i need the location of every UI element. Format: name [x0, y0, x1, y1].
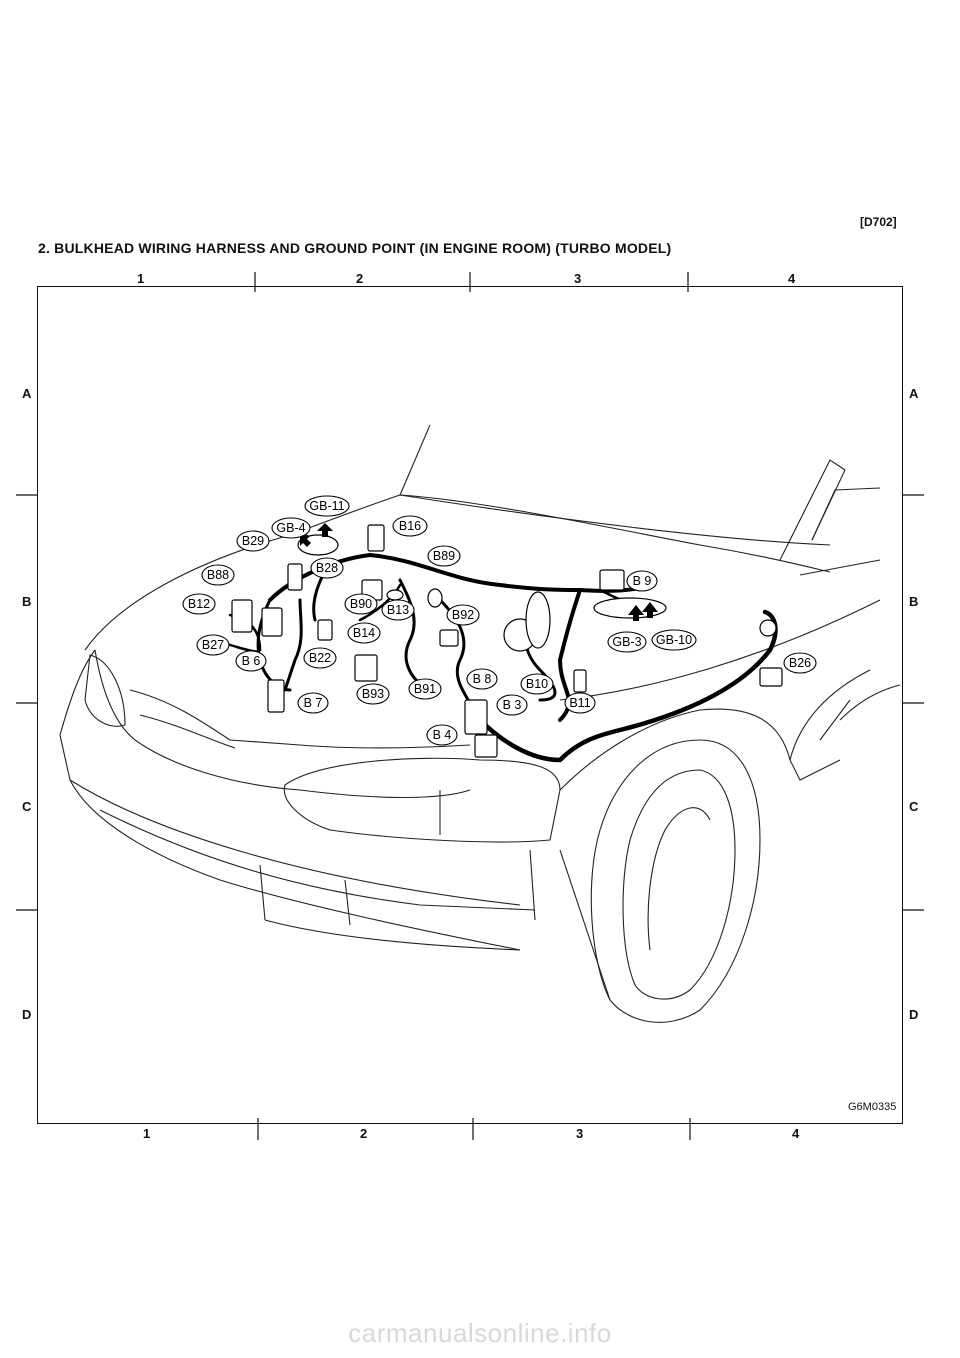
connector-label-b11: B11 [569, 696, 590, 710]
figure-code: G6M0335 [848, 1101, 897, 1113]
grid-column-label: 2 [360, 1126, 368, 1141]
connector-label-b3: B 3 [503, 698, 522, 712]
connector-label-b27: B27 [202, 638, 224, 652]
connector-label-b14: B14 [353, 626, 375, 640]
connector-label-b10: B10 [526, 677, 548, 691]
label-b29: B29 [236, 530, 270, 552]
grid-column-label: 3 [574, 271, 582, 286]
connector-label-b88: B88 [207, 568, 229, 582]
connector-label-b89: B89 [433, 549, 455, 563]
label-gb-4: GB-4 [271, 517, 311, 539]
label-b13: B13 [381, 599, 415, 621]
grid-row-label: B [909, 594, 919, 609]
connector-label-b92: B92 [452, 608, 474, 622]
connector-bodies [231, 524, 783, 758]
grid-row-label: C [909, 799, 919, 814]
grid-row-label: D [909, 1007, 919, 1022]
grid-column-label: 1 [143, 1126, 151, 1141]
connector-label-gb-3: GB-3 [612, 635, 641, 649]
watermark: carmanualsonline.info [348, 1318, 612, 1348]
label-b16: B16 [392, 515, 428, 537]
label-b9: B 9 [626, 570, 658, 592]
grid-column-label: 4 [788, 271, 796, 286]
grid-column-label: 4 [792, 1126, 800, 1141]
grid-row-label: B [22, 594, 32, 609]
connector-label-b9: B 9 [633, 574, 652, 588]
label-b88: B88 [201, 564, 235, 586]
connector-label-b28: B28 [316, 561, 338, 575]
label-gb-11: GB-11 [304, 495, 350, 517]
label-b28: B28 [310, 557, 344, 579]
label-b3: B 3 [496, 694, 528, 716]
document-code: [D702] [860, 215, 897, 229]
page-title: 2. BULKHEAD WIRING HARNESS AND GROUND PO… [38, 240, 672, 256]
connector-labels: GB-11 GB-4 B16 B29 B89 B28 B88 B 9 B12 B… [182, 495, 817, 746]
label-b14: B14 [347, 622, 381, 644]
connector-label-b13: B13 [387, 603, 409, 617]
label-b22: B22 [303, 647, 337, 669]
grid-column-label: 3 [576, 1126, 584, 1141]
grid-column-label: 1 [137, 271, 145, 286]
grid-ticks [16, 272, 924, 1140]
grid-row-label: A [22, 386, 32, 401]
grid-column-label: 2 [356, 271, 364, 286]
connector-label-b26: B26 [789, 656, 811, 670]
connector-label-b16: B16 [399, 519, 421, 533]
connector-label-b7: B 7 [304, 696, 323, 710]
grid-row-label: C [22, 799, 32, 814]
label-b8: B 8 [466, 668, 498, 690]
label-gb-10: GB-10 [651, 629, 697, 651]
car-body [59, 424, 901, 1023]
connector-label-b22: B22 [309, 651, 331, 665]
connector-label-b91: B91 [414, 682, 436, 696]
grid-row-label: D [22, 1007, 32, 1022]
label-b11: B11 [564, 692, 596, 714]
label-b27: B27 [196, 634, 230, 656]
connector-label-gb-10: GB-10 [656, 633, 692, 647]
label-b91: B91 [408, 678, 442, 700]
label-b6: B 6 [235, 650, 267, 672]
label-b4: B 4 [426, 724, 458, 746]
label-gb-3: GB-3 [607, 631, 647, 653]
label-b89: B89 [427, 545, 461, 567]
connector-label-b90: B90 [350, 597, 372, 611]
label-b7: B 7 [297, 692, 329, 714]
connector-label-gb-4: GB-4 [276, 521, 305, 535]
grid-row-label: A [909, 386, 919, 401]
label-b93: B93 [356, 683, 390, 705]
connector-label-b8: B 8 [473, 672, 492, 686]
connector-label-gb-11: GB-11 [309, 499, 344, 513]
connector-label-b93: B93 [362, 687, 384, 701]
label-b90: B90 [344, 593, 378, 615]
connector-label-b4: B 4 [433, 728, 452, 742]
connector-label-b12: B12 [188, 597, 210, 611]
connector-label-b6: B 6 [242, 654, 261, 668]
label-b26: B26 [783, 652, 817, 674]
label-b12: B12 [182, 593, 216, 615]
label-b10: B10 [520, 673, 554, 695]
connector-label-b29: B29 [242, 534, 264, 548]
label-b92: B92 [446, 604, 480, 626]
